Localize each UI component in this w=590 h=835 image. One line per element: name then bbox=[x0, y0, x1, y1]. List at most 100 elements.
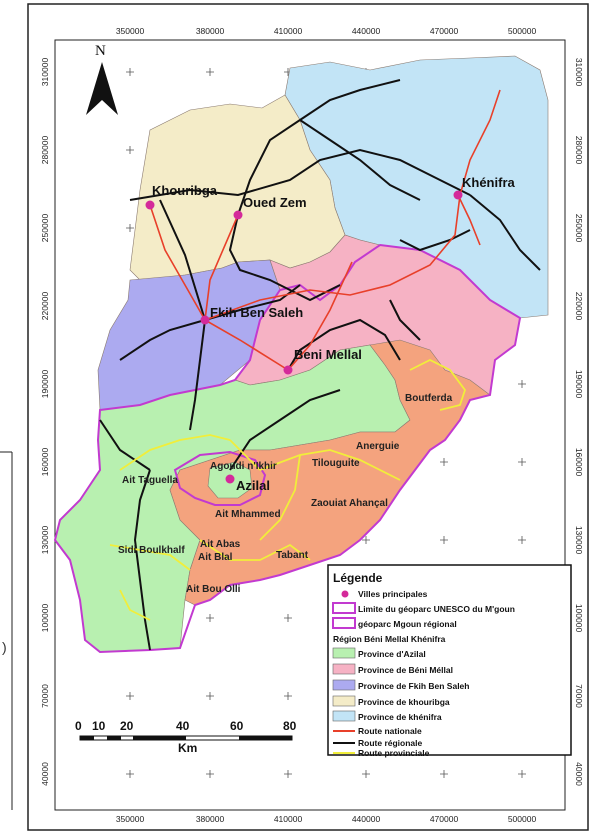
place-tabant: Tabant bbox=[276, 550, 309, 561]
grid-cross bbox=[518, 770, 526, 778]
left-tick-label: 250000 bbox=[40, 214, 50, 243]
grid-cross bbox=[440, 536, 448, 544]
legend-khouribga: Province de khouribga bbox=[358, 697, 450, 707]
city-label-azilal: Azilal bbox=[236, 478, 270, 493]
grid-cross bbox=[126, 770, 134, 778]
grid-cross bbox=[126, 692, 134, 700]
city-label-beni-mellal: Beni Mellal bbox=[294, 347, 362, 362]
left-tick-label: 40000 bbox=[40, 762, 50, 786]
left-tick-label: 160000 bbox=[40, 448, 50, 477]
legend-khouribga-swatch bbox=[332, 695, 356, 707]
legend: Légende Villes principales Limite du géo… bbox=[327, 564, 572, 758]
national-roads bbox=[149, 89, 501, 371]
city-label-khouribga: Khouribga bbox=[152, 183, 218, 198]
right-tick-label: 130000 bbox=[574, 526, 584, 555]
city-point-beni-mellal bbox=[283, 365, 293, 375]
place-boutferda: Boutferda bbox=[405, 393, 453, 404]
right-tick-label: 70000 bbox=[574, 684, 584, 708]
city-label-fkih: Fkih Ben Saleh bbox=[210, 305, 303, 320]
province-fkih bbox=[97, 259, 281, 411]
grid-cross bbox=[126, 68, 134, 76]
right-tick-label: 160000 bbox=[574, 448, 584, 477]
legend-khenifra: Province de khénifra bbox=[358, 712, 442, 722]
grid-cross bbox=[362, 536, 370, 544]
legend-azilal-swatch bbox=[332, 647, 356, 659]
legend-azilal: Province d'Azilal bbox=[358, 649, 426, 659]
city-point-oued-zem bbox=[233, 210, 243, 220]
grid-cross bbox=[126, 224, 134, 232]
top-tick-label: 410000 bbox=[274, 26, 303, 36]
right-tick-label: 220000 bbox=[574, 292, 584, 321]
place-sidi-boulkhalf: Sidi Boulkhalf bbox=[118, 545, 185, 556]
place-agoudi: Agoudi n'Ikhir bbox=[210, 461, 277, 472]
scale-seg-4 bbox=[239, 736, 292, 740]
grid-cross bbox=[440, 770, 448, 778]
grid-cross bbox=[284, 614, 292, 622]
provinces bbox=[54, 55, 549, 653]
city-points bbox=[145, 190, 463, 484]
city-point-khouribga bbox=[145, 200, 155, 210]
legend-villes: Villes principales bbox=[358, 589, 428, 599]
bottom-tick-label: 410000 bbox=[274, 814, 303, 824]
bottom-tick-label: 440000 bbox=[352, 814, 381, 824]
left-tick-label: 190000 bbox=[40, 370, 50, 399]
geoparc-unesco-boundary bbox=[53, 243, 522, 654]
scale-label-80: 80 bbox=[283, 719, 297, 733]
grid-cross bbox=[518, 536, 526, 544]
place-ait-taguella: Ait Taguella bbox=[122, 475, 178, 486]
scale-bar: 0 10 20 40 60 80 Km bbox=[75, 719, 297, 755]
place-ait-abas: Ait Abas bbox=[200, 539, 241, 550]
place-zaouiat: Zaouiat Ahançal bbox=[311, 498, 388, 509]
legend-city-symbol bbox=[341, 590, 349, 598]
scale-label-10: 10 bbox=[92, 719, 106, 733]
right-tick-label: 190000 bbox=[574, 370, 584, 399]
place-ait-mhammed: Ait Mhammed bbox=[215, 509, 281, 520]
top-tick-label: 440000 bbox=[352, 26, 381, 36]
north-label: N bbox=[95, 43, 106, 59]
top-tick-label: 380000 bbox=[196, 26, 225, 36]
left-tick-label: 310000 bbox=[40, 58, 50, 87]
scale-label-0: 0 bbox=[75, 719, 82, 733]
legend-beni-mellal-swatch bbox=[332, 663, 356, 675]
right-tick-label: 250000 bbox=[574, 214, 584, 243]
grid-cross bbox=[206, 770, 214, 778]
legend-regional: géoparc Mgoun régional bbox=[358, 619, 457, 629]
left-tick-label: 100000 bbox=[40, 604, 50, 633]
legend-route-nationale: Route nationale bbox=[358, 726, 422, 736]
right-tick-labels: 3100002800002500002200001900001600001300… bbox=[574, 58, 584, 786]
left-tick-labels: 310000 280000 250000 220000 190000 160000 1300… bbox=[40, 58, 50, 786]
right-tick-label: 280000 bbox=[574, 136, 584, 165]
legend-khenifra-swatch bbox=[332, 710, 356, 722]
grid-cross bbox=[518, 380, 526, 388]
city-point-khenifra bbox=[453, 190, 463, 200]
stray-glyph: ) bbox=[2, 639, 7, 655]
scale-seg-3 bbox=[133, 736, 186, 740]
right-tick-label: 40000 bbox=[574, 762, 584, 786]
place-tilouguite: Tilouguite bbox=[312, 458, 360, 469]
legend-region: Région Béni Mellal Khénifra bbox=[333, 634, 446, 644]
left-tick-label: 130000 bbox=[40, 526, 50, 555]
city-label-oued-zem: Oued Zem bbox=[243, 195, 307, 210]
left-tick-label: 70000 bbox=[40, 684, 50, 708]
left-tick-label: 280000 bbox=[40, 136, 50, 165]
legend-fkih: Province de Fkih Ben Saleh bbox=[358, 681, 469, 691]
bottom-tick-label: 500000 bbox=[508, 814, 537, 824]
grid-cross bbox=[206, 614, 214, 622]
city-point-fkih bbox=[200, 315, 210, 325]
legend-route-provinciale: Route provinciale bbox=[358, 748, 430, 758]
top-tick-label: 500000 bbox=[508, 26, 537, 36]
place-anerguie: Anerguie bbox=[356, 441, 400, 452]
geoparc-regional-boundary bbox=[173, 450, 267, 506]
legend-title: Légende bbox=[333, 571, 383, 585]
top-tick-label: 350000 bbox=[116, 26, 145, 36]
left-tick-label: 220000 bbox=[40, 292, 50, 321]
legend-unesco-symbol bbox=[332, 602, 356, 614]
provincial-roads bbox=[109, 358, 467, 621]
grid-cross bbox=[206, 68, 214, 76]
city-label-khenifra: Khénifra bbox=[462, 175, 516, 190]
bottom-tick-label: 350000 bbox=[116, 814, 145, 824]
grid-cross bbox=[440, 458, 448, 466]
scale-unit: Km bbox=[178, 741, 197, 755]
